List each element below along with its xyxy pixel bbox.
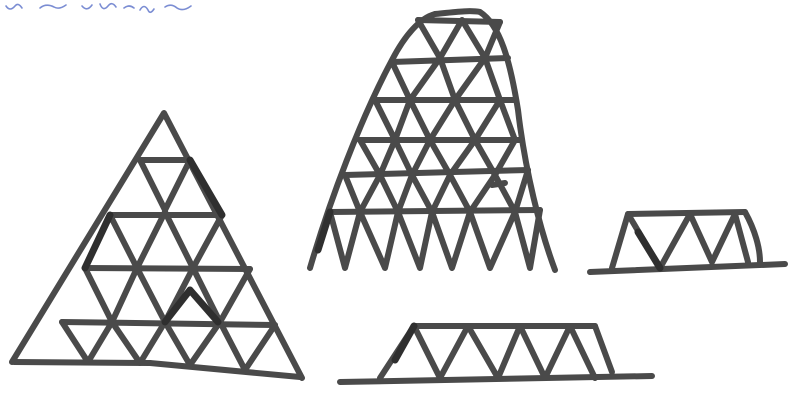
bell-tower-lattice (310, 11, 555, 270)
short-truss (590, 212, 785, 272)
pencil-scribble (6, 4, 191, 13)
large-triangle-lattice (12, 113, 302, 378)
long-truss (340, 326, 652, 382)
